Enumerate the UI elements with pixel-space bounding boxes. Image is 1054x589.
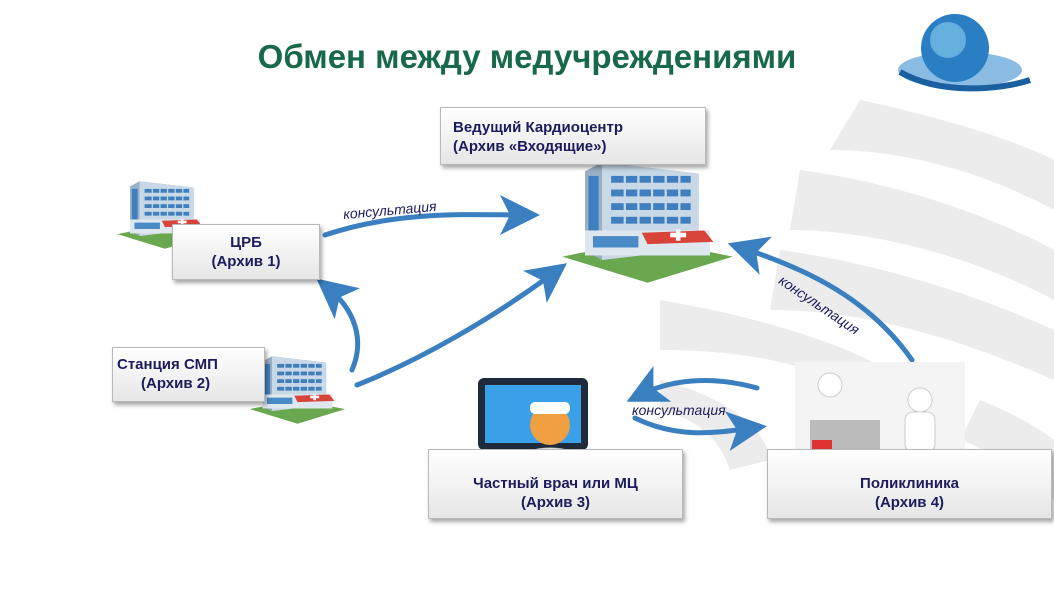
node-crb-archive: (Архив 1) <box>211 253 281 270</box>
node-private-archive: (Архив 3) <box>520 494 591 511</box>
node-crb: ЦРБ (Архив 1) <box>172 224 320 280</box>
page-title: Обмен между медучреждениями <box>257 38 797 75</box>
arrow-smp-to-crb <box>316 278 361 373</box>
node-cardio: Ведущий Кардиоцентр (Архив «Входящие») <box>440 107 706 165</box>
node-cardio-archive: (Архив «Входящие») <box>453 138 607 155</box>
node-cardio-name: Ведущий Кардиоцентр <box>453 119 623 136</box>
node-smp-name: Станция СМП <box>117 356 218 373</box>
node-polyclinic: Поликлиника (Архив 4) <box>767 449 1052 519</box>
arrow-poly-to-cardio <box>727 236 915 363</box>
node-polyclinic-name: Поликлиника <box>860 475 959 492</box>
polyclinic-doctors-icon <box>795 362 965 462</box>
node-polyclinic-archive: (Архив 4) <box>874 494 945 511</box>
arrow-smp-to-cardio <box>354 263 568 388</box>
node-crb-name: ЦРБ <box>230 234 262 251</box>
node-smp-archive: (Архив 2) <box>141 375 211 392</box>
arrow-crb-to-cardio <box>322 194 540 238</box>
node-smp: Станция СМП (Архив 2) <box>112 347 265 402</box>
edge-label-private-poly: консультация <box>632 402 726 418</box>
arrows <box>316 194 915 451</box>
building-cardio <box>561 161 734 284</box>
node-private: Частный врач или МЦ (Архив 3) <box>428 449 683 519</box>
globe-logo-icon <box>898 14 1031 92</box>
node-private-name: Частный врач или МЦ <box>473 475 638 492</box>
arrow-private-to-poly <box>632 411 767 451</box>
arrow-poly-to-private <box>626 365 760 402</box>
